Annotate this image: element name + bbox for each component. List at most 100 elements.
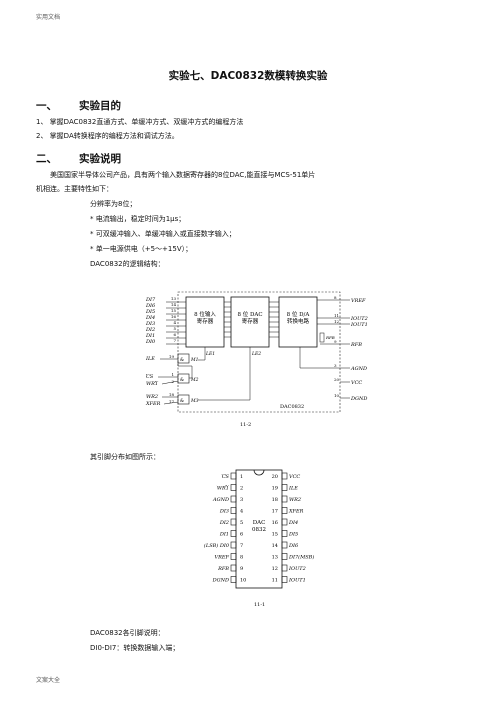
pin-description-item: DI0-DI7：转换数据输入端； <box>90 644 180 652</box>
data-bus <box>224 301 279 338</box>
pin-box <box>230 553 237 560</box>
block3-line2: 转换电路 <box>287 317 310 325</box>
section1-item-2: 2、 掌握DA转换程序的编程方法和调试方法。 <box>36 132 179 140</box>
input-label-di0: DI0 <box>145 339 156 345</box>
block1-line1: 8 位输入 <box>194 310 216 318</box>
pin-number: 15 <box>272 532 278 538</box>
input-label-di5: DI5 <box>145 309 155 315</box>
pin-box <box>281 553 288 560</box>
pin-number: 7 <box>240 543 243 549</box>
input-label-di4: DI4 <box>145 315 155 321</box>
latch-label-le2: LE2 <box>251 351 261 357</box>
pin-box <box>281 530 288 537</box>
output-label-iout2: IOUT2 <box>350 316 368 322</box>
output-label-dgnd: DGND <box>350 396 367 402</box>
pin-number: 18 <box>169 392 175 397</box>
pin-number: 6 <box>173 332 176 337</box>
pin-name: IOUT1 <box>288 578 306 584</box>
pin-number: 19 <box>272 486 278 492</box>
input-label-di3: DI3 <box>145 321 155 327</box>
input-label-di7: DI7 <box>145 297 156 303</box>
rfb-inner-label: RFB <box>325 335 335 340</box>
section2-heading-text: 实验说明 <box>79 153 121 165</box>
gate-and-m1 <box>177 353 190 364</box>
page-header: 实用文档 <box>36 14 61 21</box>
pin-box <box>281 541 288 549</box>
pin-number: 13 <box>272 555 278 561</box>
pin-number: 12 <box>334 319 340 324</box>
pin-number: 5 <box>173 326 176 331</box>
control-lines <box>158 358 193 405</box>
pin-number: 16 <box>272 520 278 526</box>
section1-heading-text: 实验目的 <box>79 100 121 112</box>
pin-number: 17 <box>169 399 175 404</box>
pin-box <box>281 495 288 503</box>
pin-box <box>281 484 288 491</box>
input-label-di1: DI1 <box>145 333 155 339</box>
pin-number: 1 <box>240 474 243 480</box>
pin-number: 14 <box>272 543 278 549</box>
pin-number: 11 <box>272 578 278 584</box>
section1-heading-num: 一、 <box>36 100 57 112</box>
pin-number: 20 <box>272 474 278 480</box>
pin-box <box>230 564 237 572</box>
gate-symbol: & <box>180 398 184 404</box>
block1-line2: 寄存器 <box>197 317 214 325</box>
section1-heading: 一、 实验目的 <box>36 98 121 113</box>
diagram2-caption: 11-1 <box>254 602 265 608</box>
block2-line2: 寄存器 <box>242 317 259 325</box>
pin-number: 9 <box>334 339 337 344</box>
pin-name: VREF <box>215 555 230 561</box>
pin-name: WR1 <box>217 486 229 492</box>
section2-paragraph-line2: 机相连。主要特性如下： <box>36 185 113 193</box>
pin-box <box>230 518 237 526</box>
pin-number: 11 <box>334 313 339 318</box>
ctrl-label-xfer: XFER <box>145 401 161 407</box>
pin-number: 8 <box>334 295 337 300</box>
pin-number: 9 <box>240 566 243 572</box>
document-title: 实验七、DAC0832数模转换实验 <box>168 70 328 82</box>
pin-number: 8 <box>240 555 243 561</box>
pin-box <box>230 530 237 537</box>
gate-symbol: & <box>180 377 184 383</box>
pin-number: 2 <box>171 379 174 384</box>
output-label-rfb: RFB <box>350 342 362 348</box>
chip-body <box>235 469 283 589</box>
input-label-di6: DI6 <box>145 303 156 309</box>
pin-number: 5 <box>240 520 243 526</box>
chip-label-line2: 0832 <box>252 527 266 533</box>
logic-structure-diagram: 8 位输入 寄存器 8 位 DAC 寄存器 8 位 D/A 转换电路 DI7 D… <box>145 291 368 428</box>
input-lines <box>166 301 186 345</box>
pin-number: 15 <box>171 308 177 313</box>
section2-heading: 二、实验说明 <box>36 151 121 166</box>
pin-name: VCC <box>289 474 300 480</box>
pin-box <box>230 495 237 503</box>
pin-name: CS <box>222 474 230 480</box>
pin-number: 12 <box>272 566 278 572</box>
diagram1-caption: 11-2 <box>240 422 251 428</box>
chip-name-label: DAC0832 <box>280 404 304 410</box>
pin-name: DI7(MSB) <box>288 554 314 561</box>
pin-name: DI1 <box>219 532 229 538</box>
pin-name: DI3 <box>219 509 229 515</box>
pin-name: IOUT2 <box>288 566 306 572</box>
pin-number: 6 <box>240 532 243 538</box>
ctrl-label-ile: ILE <box>145 356 155 362</box>
pin-box <box>281 576 288 583</box>
gate-label-m1: M1 <box>190 357 198 363</box>
ctrl-label-cs: CS <box>146 374 154 380</box>
pin-number: 20 <box>334 377 340 382</box>
output-label-vcc: VCC <box>351 380 362 386</box>
pin-number: 10 <box>240 578 246 584</box>
pin-box <box>230 576 237 583</box>
feature-item: * 电流输出，稳定时间为1μs； <box>90 215 186 223</box>
pin-name: XFER <box>288 509 304 515</box>
pin-number: 7 <box>173 338 176 343</box>
pin-name: WR2 <box>289 497 301 503</box>
pin-name: AGND <box>212 497 229 503</box>
pin-number: 19 <box>169 354 175 359</box>
pin-number: 4 <box>173 320 176 325</box>
pin-box <box>230 484 237 491</box>
